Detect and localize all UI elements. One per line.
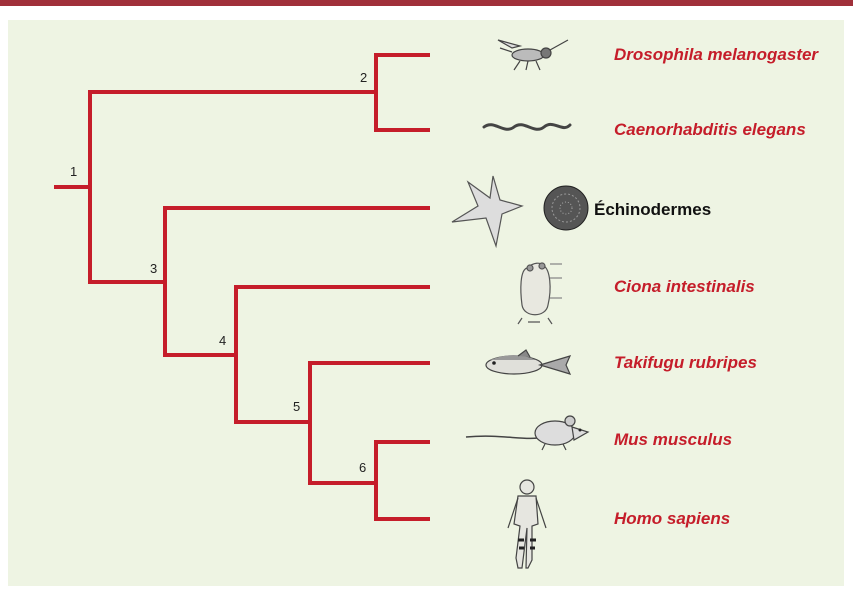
pufferfish-icon xyxy=(486,350,570,374)
node-label-2: 2 xyxy=(360,70,367,85)
nematode-worm-icon xyxy=(484,124,570,129)
node-label-1: 1 xyxy=(70,164,77,179)
sea-squirt-icon xyxy=(518,263,562,324)
fruit-fly-icon xyxy=(498,40,568,70)
node-label-5: 5 xyxy=(293,399,300,414)
taxon-label-2: Échinodermes xyxy=(594,200,711,220)
mouse-icon xyxy=(466,416,588,450)
human-figure-icon xyxy=(508,480,546,568)
node-label-4: 4 xyxy=(219,333,226,348)
clade-3-branch xyxy=(90,208,165,355)
taxon-label-3: Ciona intestinalis xyxy=(614,277,755,297)
clade-2-branch xyxy=(90,55,376,130)
taxon-label-5: Mus musculus xyxy=(614,430,732,450)
taxon-label-1: Caenorhabditis elegans xyxy=(614,120,806,140)
clade-6-branch xyxy=(310,442,376,519)
starfish-and-sea-urchin-icon xyxy=(452,176,588,246)
taxon-label-4: Takifugu rubripes xyxy=(614,353,757,373)
clade-5-branch xyxy=(236,363,310,483)
taxon-label-6: Homo sapiens xyxy=(614,509,730,529)
node-label-3: 3 xyxy=(150,261,157,276)
node-label-6: 6 xyxy=(359,460,366,475)
taxon-label-0: Drosophila melanogaster xyxy=(614,45,818,65)
clade-4-branch xyxy=(165,287,236,422)
